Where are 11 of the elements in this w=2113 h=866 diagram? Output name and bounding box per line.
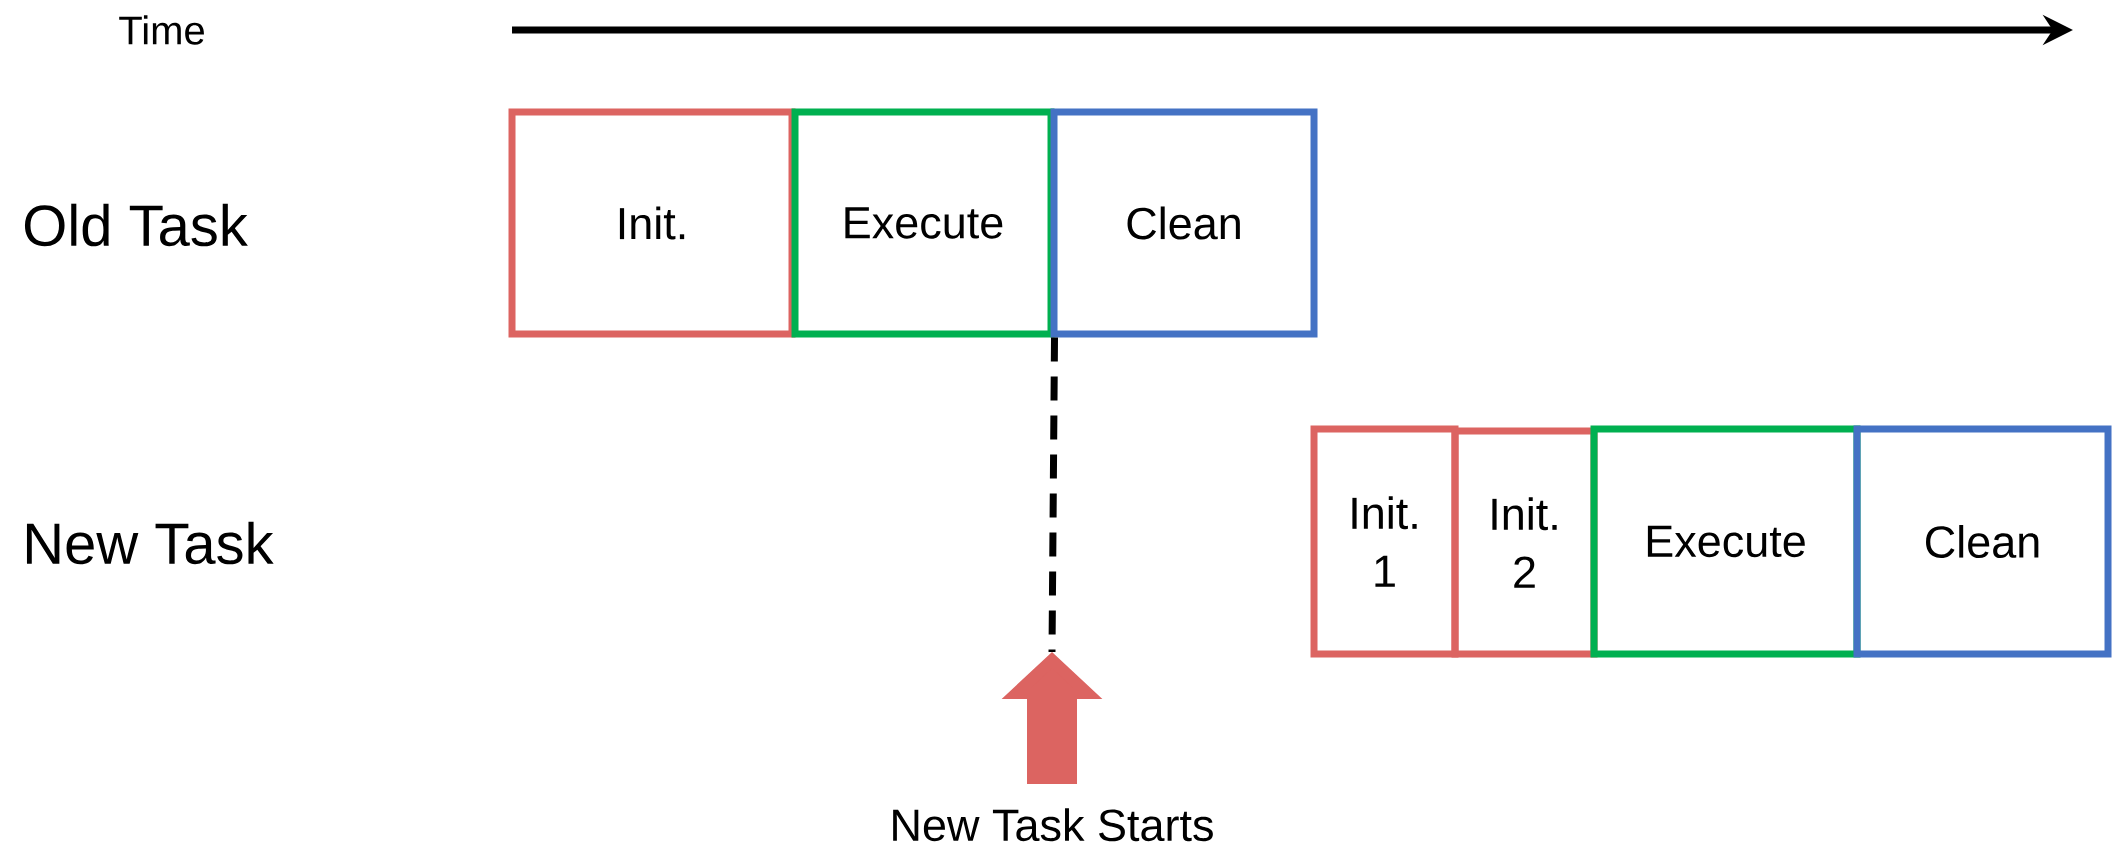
caption-text: New Task Starts: [893, 808, 1213, 842]
phase-box: Init. 1: [1310, 425, 1459, 658]
phase-box: Execute: [1590, 425, 1861, 658]
phase-box: Clean: [1050, 108, 1318, 338]
phase-box: Init. 2: [1451, 427, 1598, 658]
row-label: New Task: [26, 521, 274, 565]
phase-box: Execute: [791, 108, 1055, 338]
phase-box: Clean: [1853, 425, 2112, 658]
row-label: Old Task: [24, 203, 248, 247]
phase-box: Init.: [508, 108, 796, 338]
row-label: Time: [119, 15, 204, 45]
